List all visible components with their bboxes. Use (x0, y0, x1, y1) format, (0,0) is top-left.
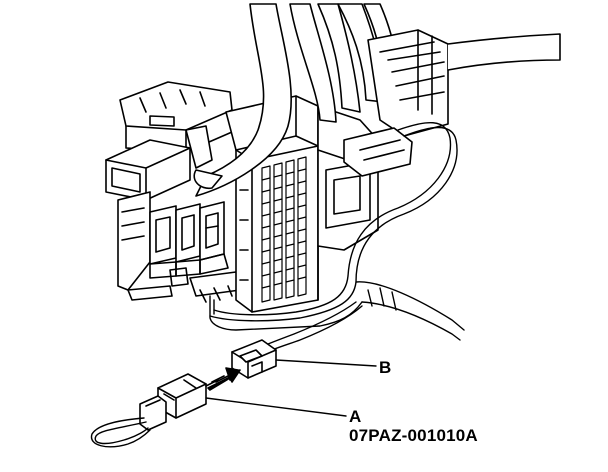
jumper-wire-loop (90, 417, 151, 448)
leader-line-b (275, 359, 377, 367)
wire-harness (185, 3, 561, 197)
leader-line-a (205, 397, 347, 417)
callout-label-a: A (349, 407, 362, 426)
jumper-connector-a (139, 373, 207, 431)
connector-b (231, 339, 277, 379)
fuse-relay-box (105, 81, 379, 313)
figure-code: 07PAZ-001010A (349, 426, 478, 445)
wire-routing (209, 121, 465, 351)
callout-label-b: B (379, 358, 392, 377)
insert-arrow (205, 367, 241, 391)
